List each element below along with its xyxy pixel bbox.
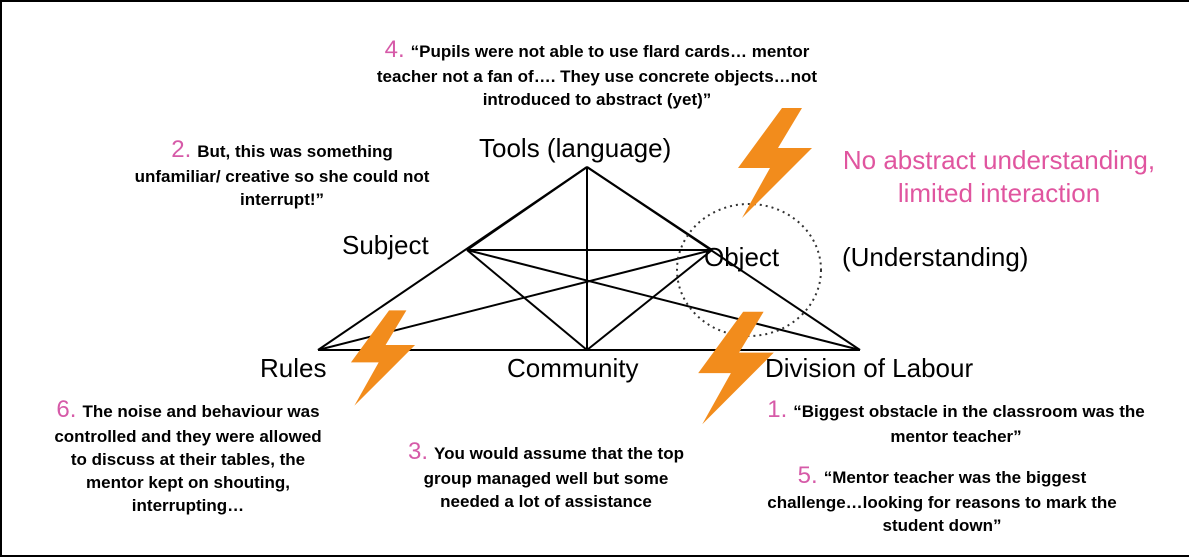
lightning-bolt-icon [698, 311, 774, 425]
note-1: 1. “Biggest obstacle in the classroom was… [724, 394, 1188, 449]
highlight-line: limited interaction [897, 177, 1101, 208]
note-4: 4. “Pupils were not able to use flard car… [342, 34, 852, 112]
note-line: needed a lot of assistance [440, 492, 652, 512]
edge-subject-community [466, 249, 588, 351]
note-number: 4. [384, 36, 405, 63]
note-line: “Pupils were not able to use flard cards… [410, 42, 810, 61]
note-line: You would assume that the top [434, 444, 684, 463]
note-number: 6. [56, 396, 77, 423]
note-2: 2. But, this was something unfamiliar/ cr… [102, 134, 462, 212]
edge-object-community [586, 249, 713, 351]
note-line: “Biggest obstacle in the classroom was t… [793, 402, 1145, 421]
edge-tools-subject [466, 166, 588, 251]
edge-tools-object [586, 166, 713, 251]
node-division: Division of Labour [765, 353, 974, 383]
note-number: 1. [767, 396, 788, 423]
node-rules: Rules [260, 353, 327, 383]
note-line: student down” [882, 516, 1002, 536]
note-line: The noise and behaviour was [82, 402, 320, 421]
highlight-text: No abstract understanding, limited inter… [810, 144, 1188, 209]
note-line: challenge…looking for reasons to mark th… [767, 493, 1117, 513]
note-3: 3. You would assume that the top group ma… [368, 436, 724, 514]
note-line: group managed well but some [423, 469, 669, 489]
note-line: interrupting… [131, 496, 245, 516]
note-5: 5. “Mentor teacher was the biggest challe… [730, 460, 1154, 538]
note-number: 5. [797, 462, 818, 489]
note-number: 2. [171, 136, 192, 163]
note-line: “Mentor teacher was the biggest [823, 468, 1087, 487]
note-6: 6. The noise and behaviour was controlled… [12, 394, 364, 518]
note-line: mentor teacher” [890, 427, 1022, 447]
node-tools: Tools (language) [479, 133, 672, 163]
note-line: teacher not a fan of…. They use concrete… [376, 67, 818, 87]
node-object: Object [704, 242, 780, 272]
note-line: controlled and they were allowed [54, 427, 322, 447]
note-line: to discuss at their tables, the [70, 450, 306, 470]
node-object-annotation: (Understanding) [842, 242, 1029, 272]
note-line: mentor kept on shouting, [86, 473, 290, 493]
lightning-bolt-icon [350, 310, 416, 406]
note-line: But, this was something [197, 142, 393, 161]
edge-subject-division [466, 249, 861, 351]
node-subject: Subject [342, 230, 429, 260]
note-number: 3. [408, 438, 429, 465]
note-line: interrupt!” [239, 190, 325, 210]
note-line: introduced to abstract (yet)” [482, 90, 712, 110]
lightning-bolt-icon [738, 108, 812, 218]
highlight-line: No abstract understanding, [842, 145, 1156, 175]
node-community: Community [507, 353, 639, 383]
note-line: unfamiliar/ creative so she could not [134, 167, 430, 187]
